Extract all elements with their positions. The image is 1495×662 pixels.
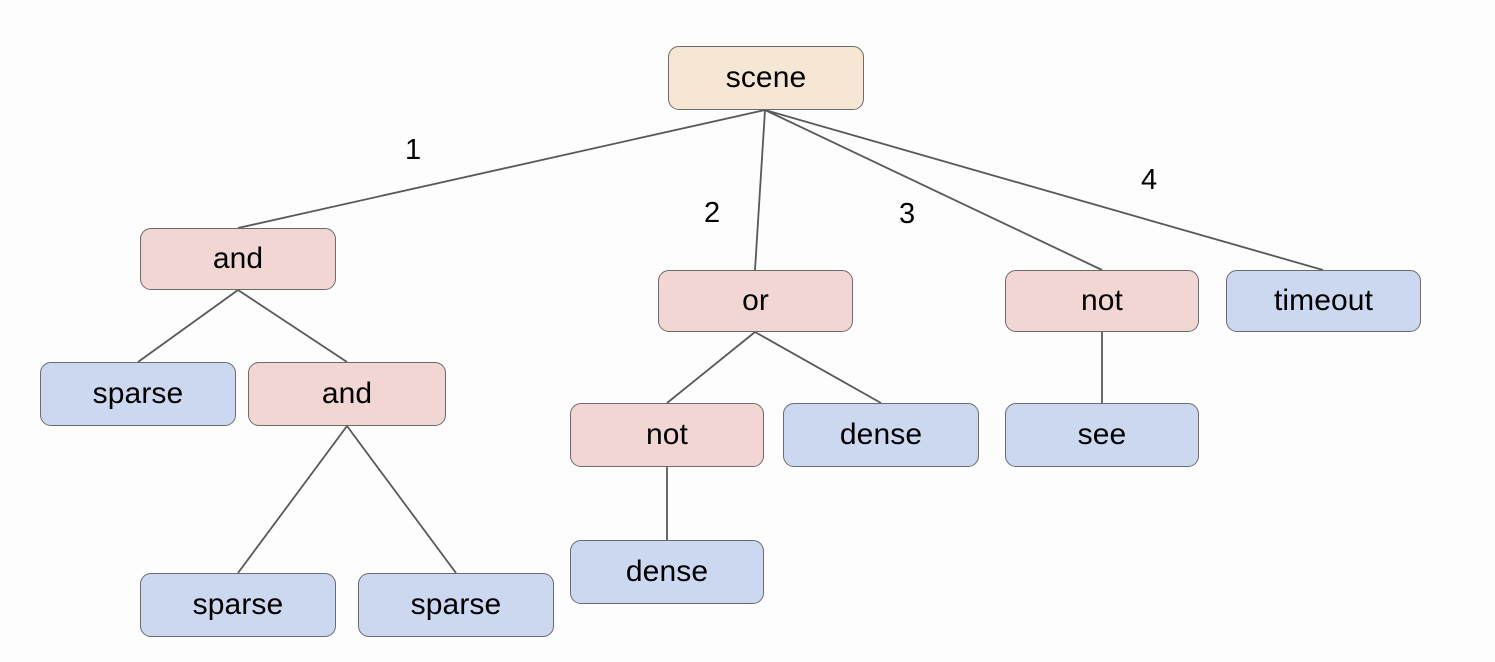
edge-label-2: 2 — [704, 197, 721, 229]
tree-node-sparse3[interactable]: sparse — [358, 573, 554, 637]
tree-edge-or1-to-not1 — [666, 331, 756, 404]
tree-node-and1[interactable]: and — [140, 228, 336, 290]
tree-node-dense1[interactable]: dense — [783, 403, 979, 467]
tree-node-scene[interactable]: scene — [668, 46, 864, 110]
tree-node-sparse1[interactable]: sparse — [40, 362, 236, 426]
tree-node-dense2[interactable]: dense — [570, 540, 764, 604]
tree-node-see1[interactable]: see — [1005, 403, 1199, 467]
tree-node-not1[interactable]: not — [570, 403, 764, 467]
tree-node-and2[interactable]: and — [248, 362, 446, 426]
tree-edge-and1-to-sparse1 — [137, 289, 239, 363]
tree-edge-and2-to-sparse2 — [237, 425, 348, 574]
tree-edge-scene-to-and1 — [237, 109, 766, 229]
tree-edge-scene-to-not2 — [764, 109, 1103, 271]
tree-node-timeout1[interactable]: timeout — [1226, 270, 1421, 332]
tree-edge-scene-to-timeout1 — [764, 109, 1324, 271]
tree-node-sparse2[interactable]: sparse — [140, 573, 336, 637]
tree-node-or1[interactable]: or — [658, 270, 853, 332]
tree-edge-or1-to-dense1 — [754, 331, 882, 404]
edge-label-4: 4 — [1141, 164, 1158, 196]
tree-node-not2[interactable]: not — [1005, 270, 1199, 332]
tree-edge-and2-to-sparse3 — [346, 425, 457, 574]
edge-label-1: 1 — [405, 134, 422, 166]
edge-label-3: 3 — [899, 198, 916, 230]
tree-edge-and1-to-and2 — [237, 289, 348, 363]
tree-edge-scene-to-or1 — [754, 109, 766, 271]
